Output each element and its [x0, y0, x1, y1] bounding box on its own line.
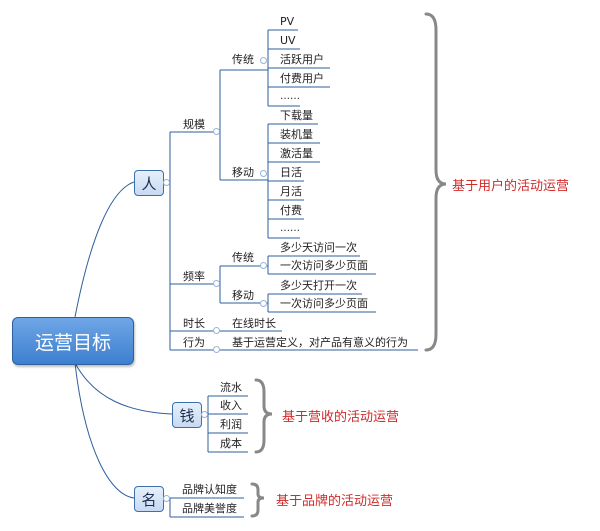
item-brand-awareness[interactable]: 品牌认知度 — [182, 483, 237, 496]
item-visit-interval[interactable]: 多少天访问一次 — [280, 241, 357, 254]
item-active-users[interactable]: 活跃用户 — [280, 53, 324, 66]
item-profit[interactable]: 利润 — [220, 418, 242, 431]
collapse-knob-ren[interactable] — [163, 179, 170, 186]
node-ren[interactable]: 人 — [134, 170, 164, 196]
item-dau[interactable]: 日活 — [280, 166, 302, 179]
item-pages-per-visit-2[interactable]: 一次访问多少页面 — [280, 297, 368, 310]
node-guimo-chuantong[interactable]: 传统 — [232, 53, 254, 66]
node-xingwei[interactable]: 行为 — [183, 336, 205, 349]
collapse-knob-pinlv-yidong[interactable] — [260, 300, 267, 307]
collapse-knob-guimo-chuantong[interactable] — [260, 57, 267, 64]
item-paying-users[interactable]: 付费用户 — [280, 72, 324, 85]
item-pages-per-visit-1[interactable]: 一次访问多少页面 — [280, 259, 368, 272]
item-income[interactable]: 收入 — [220, 399, 242, 412]
item-meaningful-behavior[interactable]: 基于运营定义，对产品有意义的行为 — [232, 336, 408, 349]
root-node[interactable]: 运营目标 — [12, 317, 134, 365]
collapse-knob-guimo-yidong[interactable] — [260, 170, 267, 177]
item-cost[interactable]: 成本 — [220, 437, 242, 450]
item-turnover[interactable]: 流水 — [220, 381, 242, 394]
item-downloads[interactable]: 下载量 — [280, 109, 313, 122]
node-qian[interactable]: 钱 — [172, 402, 202, 428]
collapse-knob-xingwei[interactable] — [213, 346, 220, 353]
node-pinlv-chuantong[interactable]: 传统 — [232, 251, 254, 264]
node-pinlv-yidong[interactable]: 移动 — [232, 289, 254, 302]
item-ellipsis-2[interactable]: …… — [280, 223, 300, 234]
item-brand-reputation[interactable]: 品牌美誉度 — [182, 502, 237, 515]
note-revenue-activity: 基于营收的活动运营 — [282, 410, 400, 425]
node-shichang[interactable]: 时长 — [183, 317, 205, 330]
node-guimo[interactable]: 规模 — [183, 118, 205, 131]
item-uv[interactable]: UV — [280, 34, 296, 47]
collapse-knob-ming[interactable] — [163, 495, 170, 502]
item-payment[interactable]: 付费 — [280, 204, 302, 217]
collapse-knob-qian[interactable] — [201, 411, 208, 418]
collapse-knob-shichang[interactable] — [213, 327, 220, 334]
item-open-interval[interactable]: 多少天打开一次 — [280, 279, 357, 292]
node-ming[interactable]: 名 — [134, 486, 164, 512]
item-installs[interactable]: 装机量 — [280, 128, 313, 141]
collapse-knob-pinlv[interactable] — [213, 280, 220, 287]
note-user-activity: 基于用户的活动运营 — [452, 179, 570, 194]
collapse-knob-guimo[interactable] — [213, 128, 220, 135]
item-pv[interactable]: PV — [280, 15, 295, 28]
item-activations[interactable]: 激活量 — [280, 147, 313, 160]
item-mau[interactable]: 月活 — [280, 185, 302, 198]
item-ellipsis-1[interactable]: …… — [280, 91, 300, 102]
item-online-duration[interactable]: 在线时长 — [232, 317, 276, 330]
note-brand-activity: 基于品牌的活动运营 — [276, 494, 394, 509]
node-guimo-yidong[interactable]: 移动 — [232, 166, 254, 179]
node-pinlv[interactable]: 频率 — [183, 270, 205, 283]
collapse-knob-pinlv-chuantong[interactable] — [260, 262, 267, 269]
